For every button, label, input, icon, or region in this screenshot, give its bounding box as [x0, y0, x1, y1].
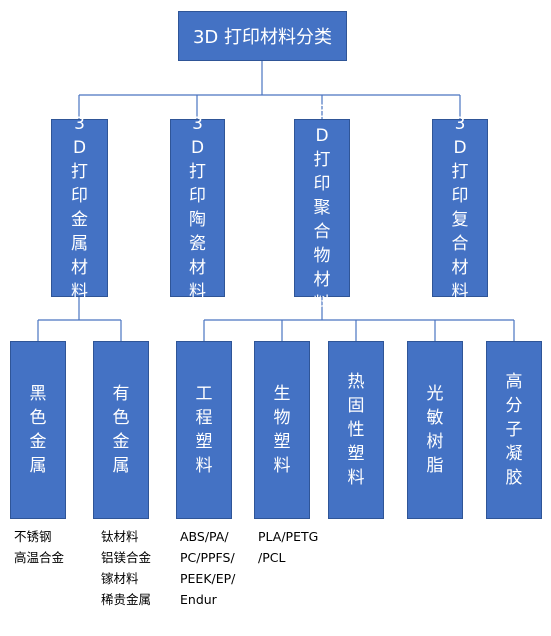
polymer-type-thermoset: 热固性塑料: [328, 341, 384, 519]
metal-type-nonferrous-label: 有色金属: [112, 384, 130, 476]
polymer-engineering-notes: ABS/PA/ PC/PPFS/ PEEK/EP/ Endur: [180, 526, 235, 610]
note-line: 铝镁合金: [101, 550, 152, 565]
note-line: PC/PPFS/: [180, 550, 235, 565]
polymer-type-engineering: 工程塑料: [176, 341, 232, 519]
metal-nonferrous-notes: 钛材料 铝镁合金 镓材料 稀贵金属: [101, 526, 151, 610]
category-ceramic-label: 3D打印陶瓷材料: [188, 114, 206, 302]
note-line: PLA/PETG: [258, 529, 319, 544]
note-line: 钛材料: [101, 529, 139, 544]
category-composite-label: 3D打印复合材料: [451, 114, 469, 302]
category-metal-label: 3D打印金属材料: [70, 114, 88, 302]
note-line: Endur: [180, 592, 217, 607]
note-line: 镓材料: [101, 571, 139, 586]
polymer-type-photoresin: 光敏树脂: [407, 341, 463, 519]
polymer-type-bio: 生物塑料: [254, 341, 310, 519]
metal-type-nonferrous: 有色金属: [93, 341, 149, 519]
polymer-type-gel: 高分子凝胶: [486, 341, 542, 519]
polymer-bio-notes: PLA/PETG /PCL: [258, 526, 318, 568]
category-composite: 3D打印复合材料: [432, 114, 488, 302]
note-line: 不锈钢: [14, 529, 52, 544]
polymer-type-bio-label: 生物塑料: [273, 384, 291, 476]
metal-type-ferrous: 黑色金属: [10, 341, 66, 519]
root-label: 3D 打印材料分类: [192, 27, 333, 48]
note-line: /PCL: [258, 550, 286, 565]
category-polymer: 3D打印聚合物材料: [294, 102, 350, 314]
polymer-type-thermoset-label: 热固性塑料: [347, 372, 365, 488]
polymer-type-photoresin-label: 光敏树脂: [426, 384, 444, 476]
category-ceramic: 3D打印陶瓷材料: [170, 114, 225, 302]
category-metal: 3D打印金属材料: [51, 114, 108, 302]
polymer-type-gel-label: 高分子凝胶: [505, 372, 523, 488]
polymer-type-engineering-label: 工程塑料: [195, 384, 213, 476]
category-polymer-label: 3D打印聚合物材料: [313, 102, 331, 314]
root-node: 3D 打印材料分类: [178, 11, 347, 61]
metal-type-ferrous-label: 黑色金属: [29, 384, 47, 476]
metal-ferrous-notes: 不锈钢 高温合金: [14, 526, 64, 568]
note-line: PEEK/EP/: [180, 571, 236, 586]
note-line: 高温合金: [14, 550, 65, 565]
note-line: 稀贵金属: [101, 592, 152, 607]
note-line: ABS/PA/: [180, 529, 229, 544]
